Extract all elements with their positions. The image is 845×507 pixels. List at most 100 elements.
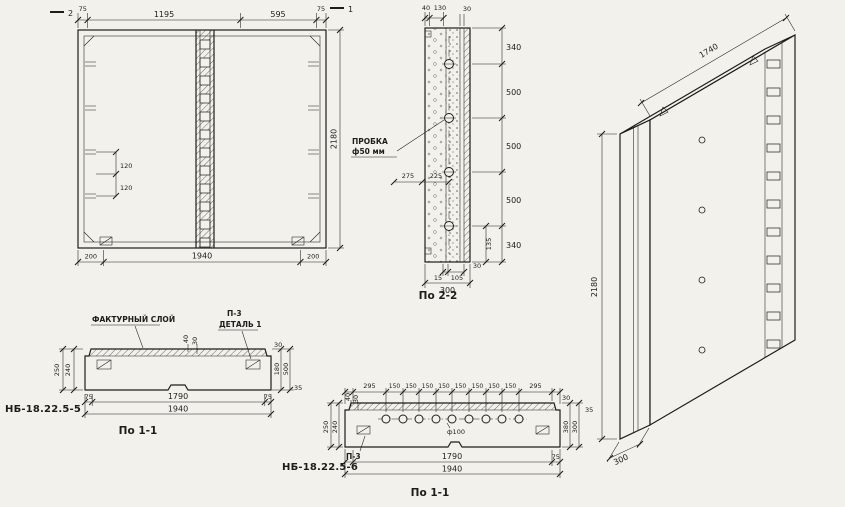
top-dim-label: 75	[317, 5, 325, 13]
front-view: 120 120 75 1195 595 75 2180 200 1940 200…	[50, 5, 353, 266]
facing-label-leader	[134, 325, 144, 349]
bottom-dim-label: 200	[85, 253, 97, 261]
vent-hole	[514, 414, 524, 424]
vent-hole	[414, 414, 424, 424]
section-1-1-left: ФАКТУРНЫЙ СЛОЙ П-3 ДЕТАЛЬ 1 250 240 40 3…	[5, 309, 302, 437]
depth-dim-line	[606, 440, 644, 462]
vent-hole	[398, 414, 408, 424]
top-dim-label: 295	[529, 382, 541, 390]
top-dim-label: 150	[505, 383, 517, 390]
left-small-dim-label: 30	[352, 395, 360, 403]
keyway	[766, 311, 781, 321]
vent-hole	[447, 414, 457, 424]
edge-dim-label: 120	[120, 162, 132, 170]
plug-callout-line2: ф50 мм	[352, 147, 385, 156]
right-edge-marks	[308, 61, 319, 199]
keyway	[199, 147, 211, 158]
vent-hole	[431, 414, 441, 424]
section-flag-label: 1	[348, 5, 353, 14]
facing-layer-fill	[464, 28, 470, 262]
top-dim-ticks	[84, 16, 320, 24]
bottom-dim-label: 1790	[168, 392, 188, 401]
plug-hole	[698, 346, 706, 354]
mid-dim-tick	[418, 178, 426, 186]
lifting-slot-mark	[659, 106, 669, 117]
right-dim-label: 300	[571, 421, 579, 433]
keyway	[766, 199, 781, 209]
mid-dim-label: 40	[182, 335, 190, 343]
right-dim-label: 500	[506, 142, 521, 151]
right-dim-extensions	[472, 27, 506, 263]
right-dim-label: 30	[274, 341, 282, 349]
plug-hole	[698, 206, 706, 214]
width-dim-line	[637, 14, 790, 107]
vent-hole	[481, 414, 491, 424]
low-right-dim-label: 135	[485, 238, 493, 250]
side-face	[619, 119, 651, 440]
top-dim-label: 150	[438, 383, 450, 390]
embed-plate	[245, 359, 261, 370]
right-dim-label: 500	[506, 196, 521, 205]
bottom-overall-dim-label: 300	[440, 286, 455, 295]
edge-dim-ticks	[112, 148, 120, 200]
bottom-dim-extensions	[77, 250, 327, 266]
bottom-small-dim-tick	[444, 268, 452, 276]
top-dim-label: 150	[488, 383, 500, 390]
right-dim-label: 340	[506, 241, 521, 250]
facing-layer-fill	[349, 403, 556, 410]
holes-label: ф100	[447, 428, 465, 436]
p3-label-leader	[359, 435, 366, 452]
edge-notch	[424, 247, 432, 255]
right-dim-label: 35	[294, 384, 302, 392]
keyway	[199, 165, 211, 176]
section-1-1-title: По 1-1	[411, 487, 450, 499]
left-small-dim-leaders	[350, 400, 359, 410]
right-small-dim-label: 35	[585, 406, 593, 414]
bottom-dim-extensions	[424, 264, 471, 288]
mid-dim-label: 225	[430, 172, 442, 180]
height-dim-extensions	[597, 133, 617, 440]
bottom-dim-label: 1790	[442, 452, 462, 461]
edge-notch	[424, 30, 432, 38]
vent-hole	[381, 414, 391, 424]
top-dim-tick	[426, 14, 433, 22]
plug-cross-ticks	[442, 63, 456, 227]
keyway	[199, 57, 211, 68]
bottom-small-dim-label: 105	[451, 274, 463, 282]
left-dim-label: 250	[53, 364, 61, 376]
isometric-view: 1740 2180 300	[590, 13, 796, 467]
section-1-1-title: По 1-1	[119, 425, 158, 437]
top-dim-label: 150	[455, 383, 467, 390]
bottom-dim-label: 75	[84, 393, 92, 401]
insulation-layer-fill	[446, 28, 460, 262]
top-dim-extensions	[77, 13, 327, 28]
edge-dim-extensions	[96, 151, 116, 197]
keyway	[766, 283, 781, 293]
width-dim-label: 1740	[698, 42, 720, 60]
embed-plate	[535, 425, 550, 435]
left-dim-label: 250	[322, 421, 330, 433]
top-right-dim-label: 30	[463, 5, 471, 13]
section-2-2-title: По 2-2	[419, 290, 458, 302]
panel-mark: НБ-18.22.5-5	[5, 404, 81, 415]
keyway	[199, 201, 211, 212]
left-edge-marks	[85, 61, 96, 199]
plug-hole	[698, 276, 706, 284]
detail-label: ДЕТАЛЬ 1	[219, 320, 262, 329]
plug-callout-leader	[396, 119, 445, 152]
section-outline	[84, 348, 272, 391]
bottom-dim-ticks	[349, 458, 556, 466]
top-dim-label: 150	[389, 383, 401, 390]
bottom-dim-label: 75	[552, 453, 560, 461]
bottom-dim-label: 200	[307, 253, 319, 261]
embed-diagonals	[96, 359, 261, 370]
section-2-2: 40 130 30 340 500 500 500 340 275 225 13…	[351, 4, 521, 302]
vent-hole	[497, 414, 507, 424]
keyway	[199, 237, 211, 248]
bottom-small-dim-label: 15	[434, 274, 442, 282]
keyway	[199, 39, 211, 50]
top-dim-ticks	[349, 388, 556, 396]
right-dim-label: 500	[506, 88, 521, 97]
